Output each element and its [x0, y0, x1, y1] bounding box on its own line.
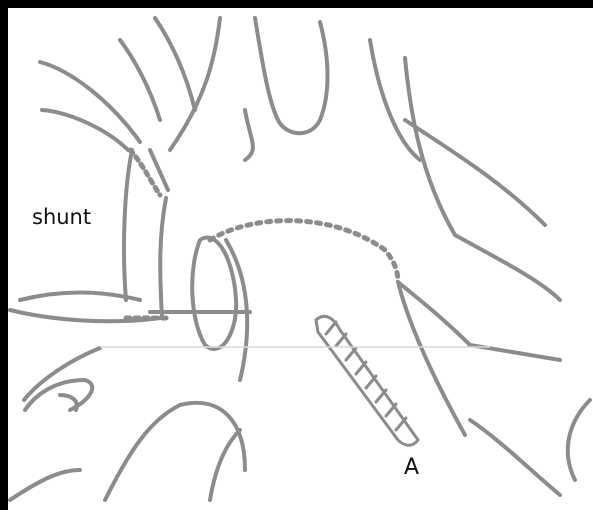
left-lower-body-2	[210, 430, 240, 500]
trunk-left-wall	[170, 18, 220, 150]
right-branch-1	[370, 40, 420, 160]
trunk-right-wall	[255, 18, 328, 133]
upper-left-vessel-inner	[42, 110, 128, 150]
hatched-vessel	[316, 316, 418, 445]
trunk-inner	[245, 110, 253, 160]
shunt-left-wall	[124, 150, 132, 300]
arch-right-wall	[398, 282, 465, 435]
left-lower-vessel-1	[20, 293, 140, 301]
left-branch-top-2	[155, 18, 195, 110]
upper-left-vessel-outer	[40, 62, 140, 142]
shunt-label: shunt	[32, 207, 91, 228]
ring-vessel	[192, 238, 236, 349]
dashed-shunt-top	[130, 150, 160, 195]
shunt-right-wall	[160, 198, 166, 318]
lower-right-vessel-2	[470, 420, 560, 495]
dashed-arch	[210, 221, 398, 282]
left-branch-top	[120, 40, 160, 120]
right-branch-4	[455, 235, 560, 300]
a-label: A	[404, 457, 419, 479]
left-bottom	[10, 470, 80, 500]
left-lower-curve-1	[24, 348, 100, 400]
lower-right-curve	[568, 400, 590, 480]
